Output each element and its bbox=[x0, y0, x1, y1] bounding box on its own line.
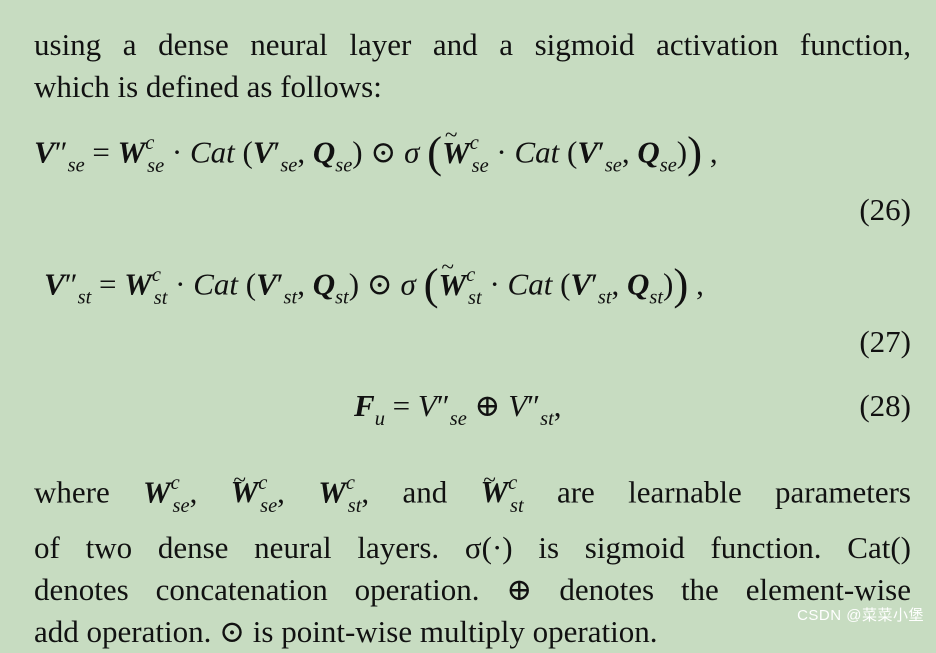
equation-28: Fu = V″se ⊕ V″st, (28) bbox=[34, 388, 911, 448]
equation-26-formula: V″se = Wcse · Cat (V′se, Qse) ⊙ σ (Wcse … bbox=[34, 122, 718, 178]
closing-line-1: where Wcse, Wcse, Wcst, and Wcst are lea… bbox=[34, 459, 911, 527]
equation-27-number: (27) bbox=[859, 324, 911, 359]
equation-28-number: (28) bbox=[859, 388, 911, 423]
equation-28-formula: Fu = V″se ⊕ V″st, bbox=[354, 388, 562, 431]
closing-paragraph: where Wcse, Wcse, Wcst, and Wcst are lea… bbox=[34, 459, 911, 653]
intro-line-1: using a dense neural layer and a sigmoid… bbox=[34, 27, 911, 62]
closing-line-1-tail: are learnable parameters bbox=[556, 474, 911, 510]
equation-27: V″st = Wcst · Cat (V′st, Qst) ⊙ σ (Wcst … bbox=[34, 254, 911, 359]
equation-27-formula: V″st = Wcst · Cat (V′st, Qst) ⊙ σ (Wcst … bbox=[44, 254, 704, 310]
equation-26-number: (26) bbox=[859, 192, 911, 227]
closing-line-4: add operation. ⊙ is point-wise multiply … bbox=[34, 613, 658, 649]
closing-line-3: denotes concatenation operation. ⊕ denot… bbox=[34, 571, 911, 607]
equation-26: V″se = Wcse · Cat (V′se, Qse) ⊙ σ (Wcse … bbox=[34, 122, 911, 227]
csdn-watermark: CSDN @菜菜小堡 bbox=[797, 607, 924, 624]
intro-paragraph: using a dense neural layer and a sigmoid… bbox=[34, 24, 911, 108]
intro-line-2: which is defined as follows: bbox=[34, 69, 382, 104]
closing-line-2: of two dense neural layers. σ(·) is sigm… bbox=[34, 529, 911, 565]
